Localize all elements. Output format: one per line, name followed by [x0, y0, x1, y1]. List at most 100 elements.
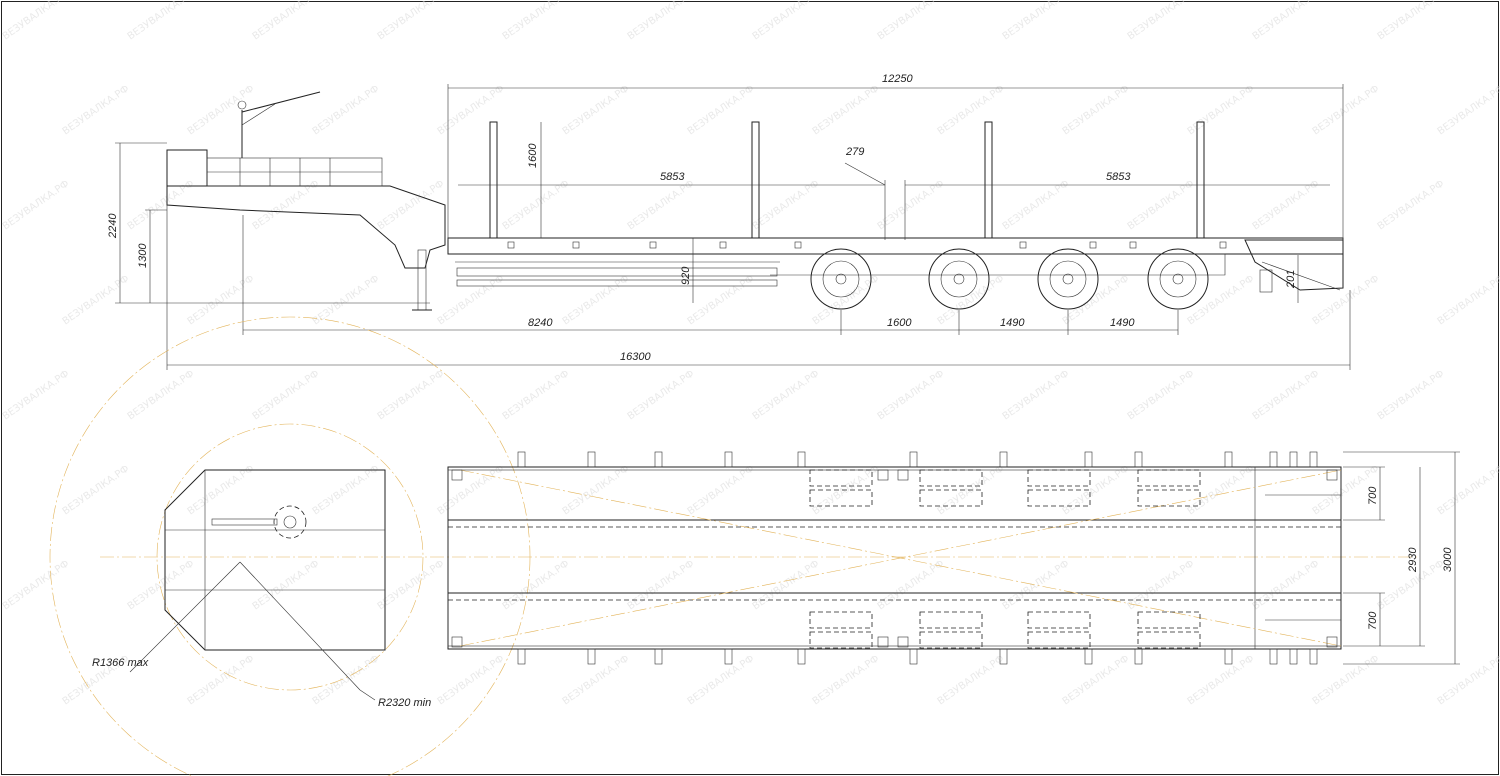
watermark-text: ВЕЗУВАЛКА.РФ — [186, 653, 257, 707]
dim-kingpin-to-axle: 8240 — [528, 317, 553, 329]
watermark-text: ВЕЗУВАЛКА.РФ — [751, 368, 822, 422]
watermark-text: ВЕЗУВАЛКА.РФ — [1436, 463, 1500, 517]
watermark-text: ВЕЗУВАЛКА.РФ — [1001, 0, 1072, 42]
watermark-text: ВЕЗУВАЛКА.РФ — [1436, 83, 1500, 137]
suspension-frame — [770, 253, 1226, 276]
stake-2 — [751, 121, 760, 239]
watermark-text: ВЕЗУВАЛКА.РФ — [376, 0, 447, 42]
stake-1 — [489, 121, 498, 239]
watermark-text: ВЕЗУВАЛКА.РФ — [311, 83, 382, 137]
watermark-text: ВЕЗУВАЛКА.РФ — [1001, 558, 1072, 612]
wheel-axle-3 — [1037, 248, 1099, 310]
watermark-text: ВЕЗУВАЛКА.РФ — [626, 178, 697, 232]
dim-axle-spacing-2: 1490 — [1000, 317, 1025, 329]
watermark-text: ВЕЗУВАЛКА.РФ — [1, 368, 72, 422]
watermark-text: ВЕЗУВАЛКА.РФ — [1186, 273, 1257, 327]
turn-circle-min — [156, 423, 424, 691]
wheel-axle-4 — [1147, 248, 1209, 310]
watermark-text: ВЕЗУВАЛКА.РФ — [1001, 368, 1072, 422]
watermark-text: ВЕЗУВАЛКА.РФ — [1251, 0, 1322, 42]
watermark-text: ВЕЗУВАЛКА.РФ — [61, 463, 132, 517]
watermark-text: ВЕЗУВАЛКА.РФ — [751, 0, 822, 42]
watermark-text: ВЕЗУВАЛКА.РФ — [1311, 653, 1382, 707]
watermark-text: ВЕЗУВАЛКА.РФ — [376, 368, 447, 422]
dim-fifth-wheel-height: 1300 — [137, 243, 149, 268]
crane-boom — [241, 91, 321, 113]
watermark-text: ВЕЗУВАЛКА.РФ — [936, 273, 1007, 327]
watermark-text: ВЕЗУВАЛКА.РФ — [1376, 0, 1447, 42]
watermark-text: ВЕЗУВАЛКА.РФ — [686, 83, 757, 137]
watermark-text: ВЕЗУВАЛКА.РФ — [61, 83, 132, 137]
wheels-plan — [809, 469, 1201, 649]
dim-stake-height: 1600 — [527, 143, 539, 168]
watermark-text: ВЕЗУВАЛКА.РФ — [1376, 368, 1447, 422]
watermark-text: ВЕЗУВАЛКА.РФ — [686, 273, 757, 327]
stake-3 — [984, 121, 993, 239]
watermark-text: ВЕЗУВАЛКА.РФ — [876, 178, 947, 232]
gooseneck-frame — [166, 185, 446, 269]
watermark-text: ВЕЗУВАЛКА.РФ — [186, 463, 257, 517]
watermark-text: ВЕЗУВАЛКА.РФ — [686, 653, 757, 707]
watermark-text: ВЕЗУВАЛКА.РФ — [501, 368, 572, 422]
wheel-axle-1 — [810, 248, 872, 310]
watermark-text: ВЕЗУВАЛКА.РФ — [626, 0, 697, 42]
watermark-text: ВЕЗУВАЛКА.РФ — [751, 178, 822, 232]
dim-deck-height: 920 — [680, 266, 692, 285]
dim-overall-height: 2240 — [107, 213, 119, 239]
watermark-text: ВЕЗУВАЛКА.РФ — [251, 558, 322, 612]
watermark-text: ВЕЗУВАЛКА.РФ — [1311, 273, 1382, 327]
rear-ramp — [1244, 239, 1344, 291]
watermark-text: ВЕЗУВАЛКА.РФ — [1376, 178, 1447, 232]
dim-ramp-height: 201 — [1285, 270, 1297, 289]
kingpin — [273, 505, 307, 539]
watermark-text: ВЕЗУВАЛКА.РФ — [1186, 653, 1257, 707]
watermark-text: ВЕЗУВАЛКА.РФ — [61, 273, 132, 327]
watermark-text: ВЕЗУВАЛКА.РФ — [251, 368, 322, 422]
watermark-text: ВЕЗУВАЛКА.РФ — [186, 273, 257, 327]
top-view: 700 700 2930 3000 R1366 max R2320 min — [49, 316, 1460, 776]
watermark-text: ВЕЗУВАЛКА.РФ — [436, 273, 507, 327]
watermark-text: ВЕЗУВАЛКА.РФ — [126, 558, 197, 612]
dim-inner-width: 2930 — [1407, 547, 1419, 573]
watermark-text: ВЕЗУВАЛКА.РФ — [1126, 558, 1197, 612]
watermark-text: ВЕЗУВАЛКА.РФ — [561, 463, 632, 517]
watermark-text: ВЕЗУВАЛКА.РФ — [1436, 653, 1500, 707]
outriggers-bottom — [517, 648, 1318, 665]
watermark-text: ВЕЗУВАЛКА.РФ — [1, 178, 72, 232]
wheel-axle-2 — [928, 248, 990, 310]
watermark-text: ВЕЗУВАЛКА.РФ — [811, 653, 882, 707]
watermark-text: ВЕЗУВАЛКА.РФ — [626, 368, 697, 422]
watermark-text: ВЕЗУВАЛКА.РФ — [811, 83, 882, 137]
watermark-text: ВЕЗУВАЛКА.РФ — [876, 368, 947, 422]
dim-axle-spacing-3: 1490 — [1110, 317, 1135, 329]
watermark-text: ВЕЗУВАЛКА.РФ — [1311, 83, 1382, 137]
dim-axle-spacing-1: 1600 — [887, 317, 912, 329]
watermark-text: ВЕЗУВАЛКА.РФ — [876, 558, 947, 612]
watermark-text: ВЕЗУВАЛКА.РФ — [1001, 178, 1072, 232]
watermark-text: ВЕЗУВАЛКА.РФ — [436, 463, 507, 517]
dim-overall-width: 3000 — [1442, 547, 1454, 572]
watermark-text: ВЕЗУВАЛКА.РФ — [1126, 0, 1197, 42]
watermark-text: ВЕЗУВАЛКА.РФ — [311, 463, 382, 517]
watermark-text: ВЕЗУВАЛКА.РФ — [1251, 368, 1322, 422]
dim-pitch-left: 5853 — [660, 171, 685, 183]
dim-turn-radius-min: R2320 min — [378, 697, 431, 709]
watermark-text: ВЕЗУВАЛКА.РФ — [626, 558, 697, 612]
watermark-text: ВЕЗУВАЛКА.РФ — [126, 368, 197, 422]
watermark-text: ВЕЗУВАЛКА.РФ — [436, 83, 507, 137]
watermark-text: ВЕЗУВАЛКА.РФ — [561, 83, 632, 137]
outriggers-top — [517, 451, 1318, 468]
dim-turn-radius-max: R1366 max — [92, 657, 149, 669]
watermark-text: ВЕЗУВАЛКА.РФ — [561, 653, 632, 707]
watermark-text: ВЕЗУВАЛКА.РФ — [561, 273, 632, 327]
landing-leg — [417, 249, 427, 311]
watermark-text: ВЕЗУВАЛКА.РФ — [1126, 368, 1197, 422]
watermark-text: ВЕЗУВАЛКА.РФ — [1251, 178, 1322, 232]
watermark-text: ВЕЗУВАЛКА.РФ — [251, 0, 322, 42]
dim-ramp-width-top: 700 — [1367, 486, 1379, 505]
watermark-text: ВЕЗУВАЛКА.РФ — [1126, 178, 1197, 232]
watermark-text: ВЕЗУВАЛКА.РФ — [936, 83, 1007, 137]
watermark-text: ВЕЗУВАЛКА.РФ — [501, 178, 572, 232]
